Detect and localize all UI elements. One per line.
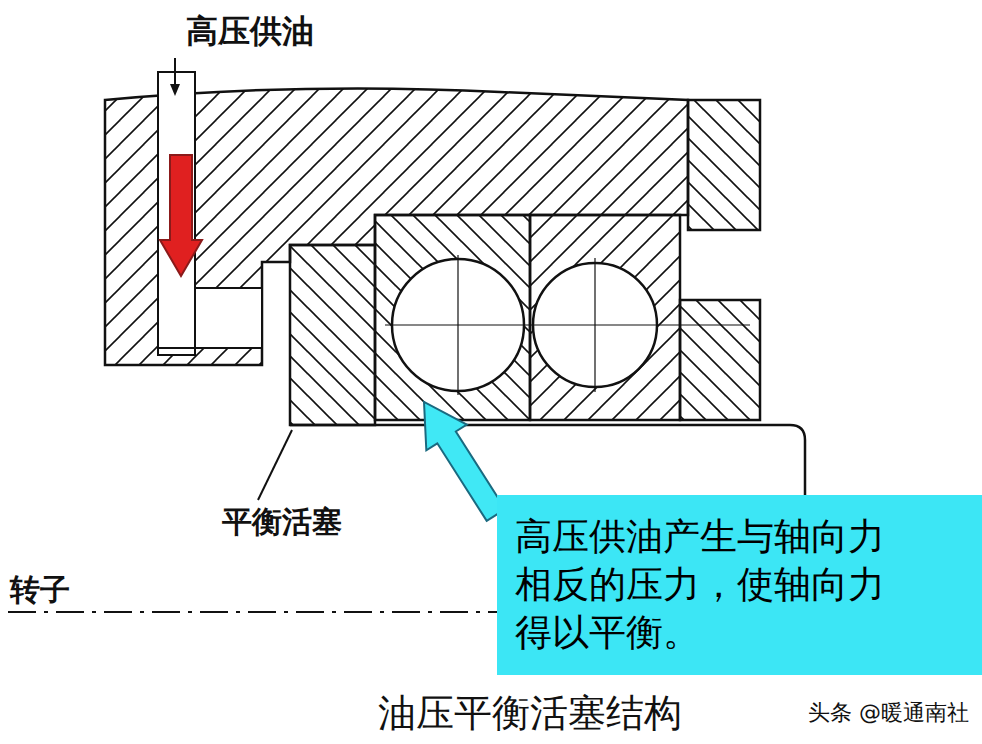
oil-pressure-arrow <box>160 155 202 276</box>
end-ring <box>688 100 760 230</box>
rotor-centerline <box>8 611 500 613</box>
part-label: 平衡活塞 <box>222 502 342 543</box>
shaft-outline <box>290 425 805 500</box>
bearing-left <box>375 215 530 420</box>
caption: 油压平衡活塞结构 <box>378 688 682 739</box>
bearing-right <box>530 215 680 420</box>
leader-line <box>258 430 292 500</box>
oil-chamber <box>195 288 262 348</box>
watermark: 头条 @暖通南社 <box>808 698 969 728</box>
ball-centerline <box>457 255 458 395</box>
callout-box: 高压供油产生与轴向力相反的压力，使轴向力得以平衡。 <box>497 495 982 675</box>
lower-ring <box>680 300 760 420</box>
ball-centerline <box>385 324 750 325</box>
ball-centerline <box>594 258 595 392</box>
leader-arrowhead <box>170 84 180 96</box>
callout-text: 高压供油产生与轴向力相反的压力，使轴向力得以平衡。 <box>515 513 919 657</box>
part-label: 转子 <box>10 570 70 611</box>
balance-piston <box>290 245 375 425</box>
part-label: 高压供油 <box>186 10 314 54</box>
oil-channel-bottom <box>158 347 262 349</box>
